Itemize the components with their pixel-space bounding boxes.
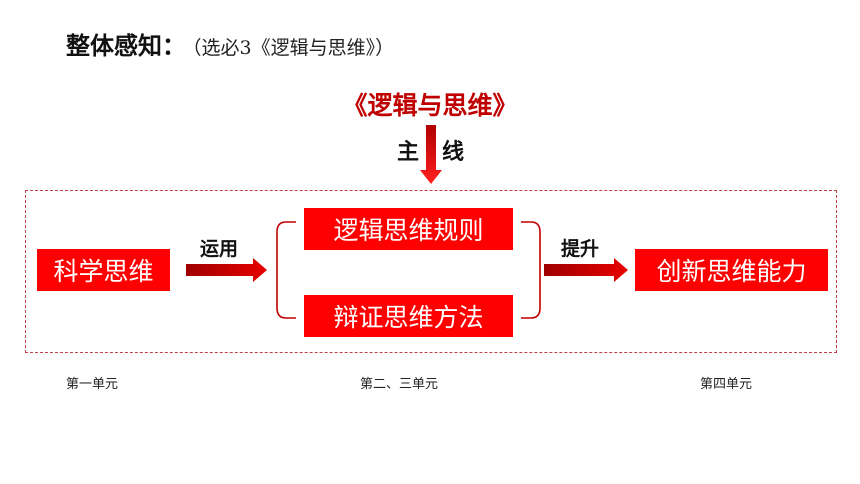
unit-label-1: 第一单元 <box>66 377 119 392</box>
main-line-arrow <box>420 125 442 184</box>
page-heading: 整体感知： （选必3《逻辑与思维》） <box>66 26 394 61</box>
main-line-label-left: 主 <box>397 140 420 165</box>
main-line-label-right: 线 <box>442 140 465 165</box>
node-science-thinking: 科学思维 <box>37 249 170 291</box>
node-logic-rules: 逻辑思维规则 <box>304 208 513 250</box>
right-bracket <box>521 221 541 319</box>
raise-arrow <box>544 258 628 282</box>
edge-label-apply: 运用 <box>200 238 239 260</box>
heading-title: 整体感知： <box>66 32 186 60</box>
book-title: 《逻辑与思维》 <box>342 91 518 120</box>
unit-label-2-3: 第二、三单元 <box>360 377 439 392</box>
unit-label-4: 第四单元 <box>700 377 753 392</box>
edge-label-raise: 提升 <box>561 238 600 260</box>
node-dialectic-methods: 辩证思维方法 <box>304 295 513 337</box>
node-innovation-ability: 创新思维能力 <box>635 249 828 291</box>
heading-subtitle: （选必3《逻辑与思维》） <box>192 37 395 59</box>
dashed-frame <box>25 190 837 353</box>
apply-arrow <box>186 258 267 282</box>
left-bracket <box>276 221 296 319</box>
